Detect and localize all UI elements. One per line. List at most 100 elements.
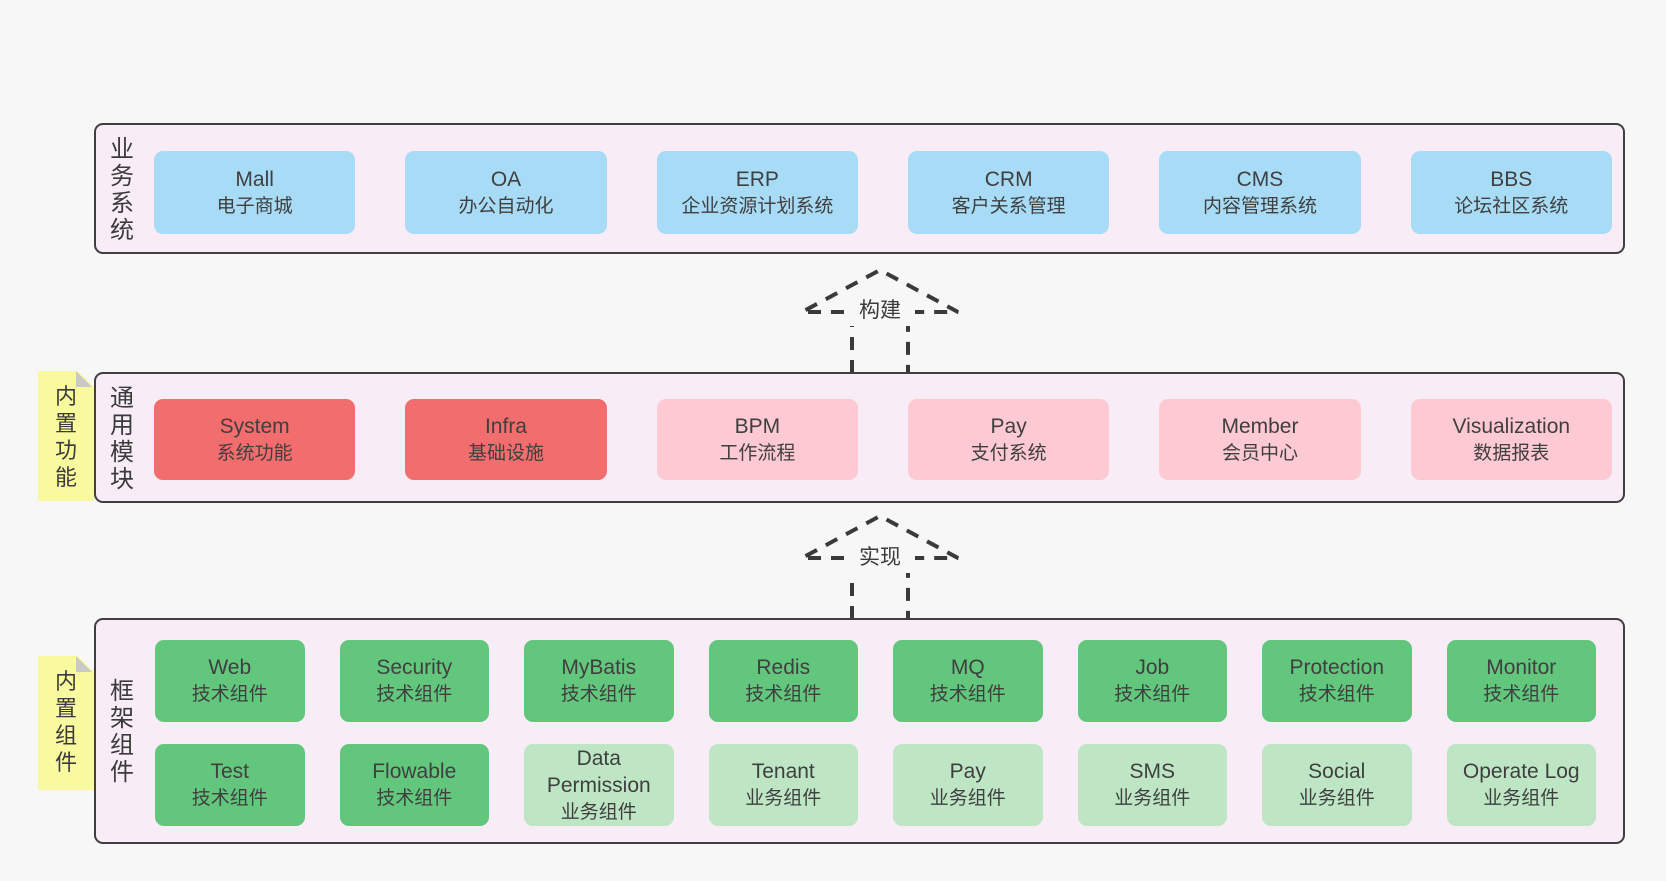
box-title: Flowable [372, 760, 457, 783]
box-test: Test 技术组件 [155, 744, 305, 826]
box-subtitle: 业务组件 [745, 788, 822, 809]
box-title: Web [208, 656, 252, 679]
box-title: CMS [1236, 167, 1284, 191]
box-subtitle: 技术组件 [1114, 684, 1191, 705]
box-title: Visualization [1452, 414, 1571, 438]
box-pay-module: Pay 支付系统 [907, 399, 1110, 480]
box-subtitle: 办公自动化 [458, 195, 554, 217]
box-subtitle: 客户关系管理 [951, 195, 1066, 217]
box-subtitle: 技术组件 [376, 684, 453, 705]
box-subtitle: 技术组件 [929, 684, 1006, 705]
modules-box-row: System 系统功能 Infra 基础设施 BPM 工作流程 Pay 支付系统… [154, 399, 1612, 480]
box-operate-log: Operate Log 业务组件 [1446, 744, 1596, 826]
box-redis: Redis 技术组件 [708, 640, 858, 722]
box-infra: Infra 基础设施 [405, 399, 607, 480]
box-title: MQ [950, 656, 985, 679]
box-subtitle: 支付系统 [970, 442, 1047, 464]
box-oa: OA 办公自动化 [405, 151, 607, 234]
box-title: Security [376, 656, 453, 679]
box-mq: MQ 技术组件 [893, 640, 1043, 722]
framework-box-row-1: Web 技术组件 Security 技术组件 MyBatis 技术组件 Redi… [155, 640, 1596, 722]
box-flowable: Flowable 技术组件 [339, 744, 489, 826]
box-security: Security 技术组件 [339, 640, 489, 722]
box-social: Social 业务组件 [1262, 744, 1412, 826]
box-bbs: BBS 论坛社区系统 [1410, 151, 1612, 234]
box-title: OA [490, 167, 522, 191]
box-protection: Protection 技术组件 [1262, 640, 1412, 722]
box-title: Protection [1289, 656, 1385, 679]
box-title: ERP [735, 167, 779, 191]
box-subtitle: 技术组件 [1483, 684, 1560, 705]
box-bpm: BPM 工作流程 [656, 399, 858, 480]
box-erp: ERP 企业资源计划系统 [656, 151, 858, 234]
box-system: System 系统功能 [154, 399, 356, 480]
box-subtitle: 业务组件 [560, 801, 637, 823]
sticky-note-built-in-components: 内置组件 [38, 656, 94, 790]
sticky-note-text: 内置组件 [54, 669, 77, 775]
box-subtitle: 内容管理系统 [1202, 195, 1317, 217]
box-mall: Mall 电子商城 [154, 151, 356, 234]
box-title: MyBatis [561, 656, 637, 679]
framework-layer-label: 框架组件 [110, 678, 134, 786]
box-pay-component: Pay 业务组件 [893, 744, 1043, 826]
box-subtitle: 业务组件 [1483, 788, 1560, 809]
box-title: Test [210, 760, 249, 783]
box-title: BPM [734, 414, 781, 438]
box-mybatis: MyBatis 技术组件 [524, 640, 674, 722]
box-tenant: Tenant 业务组件 [708, 744, 858, 826]
box-subtitle: 电子商城 [216, 195, 293, 217]
box-subtitle: 业务组件 [1298, 788, 1375, 809]
box-subtitle: 技术组件 [191, 788, 268, 809]
box-title: CRM [984, 167, 1033, 191]
box-subtitle: 系统功能 [216, 442, 293, 464]
box-crm: CRM 客户关系管理 [907, 151, 1110, 234]
framework-layer-panel: 框架组件 Web 技术组件 Security 技术组件 MyBatis 技术组件… [94, 618, 1625, 844]
box-title: Redis [756, 656, 811, 679]
box-subtitle: 业务组件 [1114, 788, 1191, 809]
box-subtitle: 基础设施 [467, 442, 544, 464]
box-title: Job [1135, 656, 1170, 679]
box-title: Pay [949, 760, 986, 783]
box-subtitle: 业务组件 [929, 788, 1006, 809]
box-monitor: Monitor 技术组件 [1446, 640, 1596, 722]
build-arrow-label: 构建 [845, 292, 915, 326]
sticky-note-built-in-features: 内置功能 [38, 371, 94, 501]
box-subtitle: 技术组件 [376, 788, 453, 809]
implement-arrow-label: 实现 [845, 539, 915, 573]
box-job: Job 技术组件 [1077, 640, 1227, 722]
framework-box-row-2: Test 技术组件 Flowable 技术组件 Data Permission … [155, 744, 1596, 826]
box-subtitle: 数据报表 [1473, 442, 1550, 464]
business-box-row: Mall 电子商城 OA 办公自动化 ERP 企业资源计划系统 CRM 客户关系… [154, 151, 1612, 234]
box-subtitle: 技术组件 [1298, 684, 1375, 705]
business-layer-panel: 业务系统 Mall 电子商城 OA 办公自动化 ERP 企业资源计划系统 CRM… [94, 123, 1625, 254]
box-title: BBS [1490, 167, 1533, 191]
box-title: Data Permission [546, 746, 651, 797]
box-subtitle: 会员中心 [1221, 442, 1298, 464]
box-member: Member 会员中心 [1159, 399, 1361, 480]
box-title: Pay [990, 414, 1027, 438]
box-title: Infra [484, 414, 527, 438]
box-subtitle: 工作流程 [719, 442, 796, 464]
box-cms: CMS 内容管理系统 [1159, 151, 1361, 234]
box-sms: SMS 业务组件 [1077, 744, 1227, 826]
box-title: Monitor [1486, 656, 1557, 679]
box-web: Web 技术组件 [155, 640, 305, 722]
box-title: Mall [235, 167, 274, 191]
box-title: SMS [1129, 760, 1175, 783]
modules-layer-label: 通用模块 [110, 385, 134, 493]
box-subtitle: 技术组件 [560, 684, 637, 705]
box-title: Member [1221, 414, 1299, 438]
sticky-note-text: 内置功能 [54, 384, 77, 490]
box-subtitle: 企业资源计划系统 [681, 195, 834, 217]
business-layer-label: 业务系统 [110, 136, 134, 244]
modules-layer-panel: 通用模块 System 系统功能 Infra 基础设施 BPM 工作流程 Pay… [94, 372, 1625, 503]
box-title: System [219, 414, 290, 438]
box-subtitle: 技术组件 [191, 684, 268, 705]
box-subtitle: 技术组件 [745, 684, 822, 705]
box-title: Social [1308, 760, 1366, 783]
box-data-permission: Data Permission 业务组件 [524, 744, 674, 826]
box-subtitle: 论坛社区系统 [1454, 195, 1569, 217]
box-visualization: Visualization 数据报表 [1410, 399, 1612, 480]
box-title: Operate Log [1462, 760, 1580, 783]
